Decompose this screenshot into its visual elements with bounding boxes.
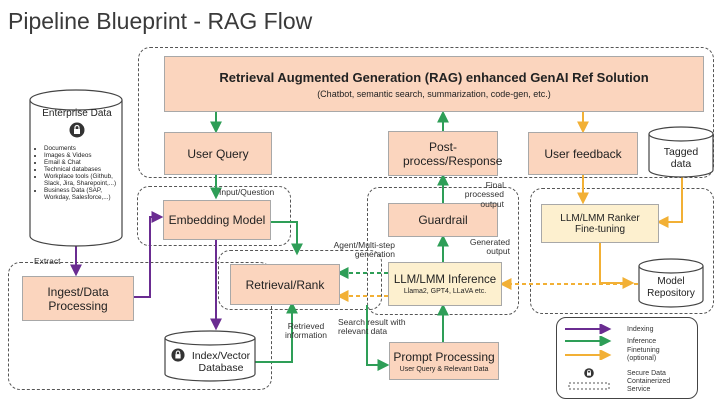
llm-inference-sublabel: Llama2, GPT4, LLaVA etc. — [403, 287, 487, 295]
list-item: Email & Chat — [44, 159, 120, 166]
list-item: Business Data (SAP, Workday, Salesforce,… — [44, 187, 120, 201]
retrieval-rank-box: Retrieval/Rank — [230, 264, 340, 305]
finetune-container — [530, 188, 714, 314]
arrow-retrieval-to-prompt — [366, 305, 390, 371]
ingest-label: Ingest/Data Processing — [47, 284, 109, 313]
post-process-label: Post-process/Response — [403, 139, 503, 168]
tagged-data-cylinder — [648, 126, 714, 178]
legend-inference-label: Inference — [627, 337, 657, 345]
lock-icon — [171, 348, 185, 367]
list-item: Images & Videos — [44, 152, 120, 159]
list-item: Documents — [44, 145, 120, 152]
tagged-data-label: Tagged data — [663, 146, 699, 171]
legend-secure: Secure Data — [563, 368, 666, 378]
guardrail-box: Guardrail — [388, 203, 498, 237]
enterprise-data-list: Documents Images & Videos Email & Chat T… — [34, 145, 120, 201]
user-feedback-box: User feedback — [528, 132, 638, 175]
arrow-ranker-to-repo — [599, 243, 635, 289]
index-db-cylinder — [164, 330, 256, 382]
legend-inference: Inference — [563, 335, 657, 347]
extract-label: Extract — [34, 256, 61, 266]
user-feedback-label: User feedback — [544, 146, 622, 161]
arrow-index-to-retrieval — [255, 301, 298, 363]
model-repo-label: Model Repository — [647, 276, 695, 299]
legend: Indexing Inference Finetuning (optional)… — [556, 317, 698, 399]
ranker-finetuning-label: LLM/LMM Ranker Fine-tuning — [560, 212, 640, 235]
enterprise-data-title: Enterprise Data — [42, 108, 112, 119]
list-item: Technical databases — [44, 166, 120, 173]
guardrail-label: Guardrail — [418, 213, 468, 227]
llm-inference-box: LLM/LMM Inference Llama2, GPT4, LLaVA et… — [388, 262, 502, 306]
model-repo-cylinder — [638, 258, 704, 308]
retrieved-info-label: Retrieved information — [284, 321, 328, 341]
index-db-label: Index/Vector Database — [191, 350, 251, 375]
legend-indexing: Indexing — [563, 323, 654, 335]
prompt-processing-label: Prompt Processing — [393, 349, 495, 364]
agent-label: Agent/Multi-step generation — [333, 240, 395, 260]
arrow-ingest-to-embedding — [134, 211, 164, 298]
rag-title: Retrieval Augmented Generation (RAG) enh… — [219, 69, 649, 85]
ingest-index-container — [8, 262, 272, 390]
embedding-model-box: Embedding Model — [163, 200, 271, 240]
enterprise-data-content: Enterprise Data Documents Images & Video… — [34, 108, 120, 201]
embedding-container — [137, 186, 291, 246]
input-question-label: Input/Question — [219, 187, 275, 197]
final-output-label: Final processed output — [464, 180, 504, 209]
rag-solution-box: Retrieval Augmented Generation (RAG) enh… — [164, 56, 704, 112]
rag-solution-container — [138, 47, 714, 178]
rag-subtitle: (Chatbot, semantic search, summarization… — [317, 88, 551, 99]
list-item: Workplace tools (Github, Slack, Jira, Sh… — [44, 173, 120, 187]
legend-containerized-label: Containerized Service — [627, 378, 671, 393]
lock-icon — [34, 122, 120, 143]
arrow-tagged-to-ranker — [656, 177, 683, 228]
post-process-box: Post-process/Response — [388, 131, 503, 176]
user-query-box: User Query — [164, 132, 272, 175]
legend-secure-label: Secure Data — [627, 369, 666, 377]
enterprise-data-cylinder — [29, 89, 123, 247]
llm-inference-label: LLM/LMM Inference — [393, 273, 497, 286]
retrieval-rank-label: Retrieval/Rank — [245, 277, 325, 292]
embedding-model-label: Embedding Model — [168, 213, 266, 227]
legend-finetuning: Finetuning (optional) — [563, 347, 679, 362]
ingest-box: Ingest/Data Processing — [22, 276, 134, 321]
legend-containerized: Containerized Service — [563, 378, 685, 393]
page-title: Pipeline Blueprint - RAG Flow — [8, 8, 313, 34]
prompt-processing-sublabel: User Query & Relevant Data — [399, 365, 489, 373]
generated-output-label: Generated output — [469, 237, 510, 257]
legend-finetuning-label: Finetuning (optional) — [627, 347, 660, 362]
legend-indexing-label: Indexing — [627, 325, 654, 333]
user-query-label: User Query — [187, 146, 249, 161]
ranker-finetuning-box: LLM/LMM Ranker Fine-tuning — [541, 204, 659, 243]
prompt-processing-box: Prompt Processing User Query & Relevant … — [389, 342, 499, 380]
arrow-embedding-to-retrieval — [271, 221, 303, 256]
search-result-label: Search result with relevant data — [338, 317, 406, 337]
